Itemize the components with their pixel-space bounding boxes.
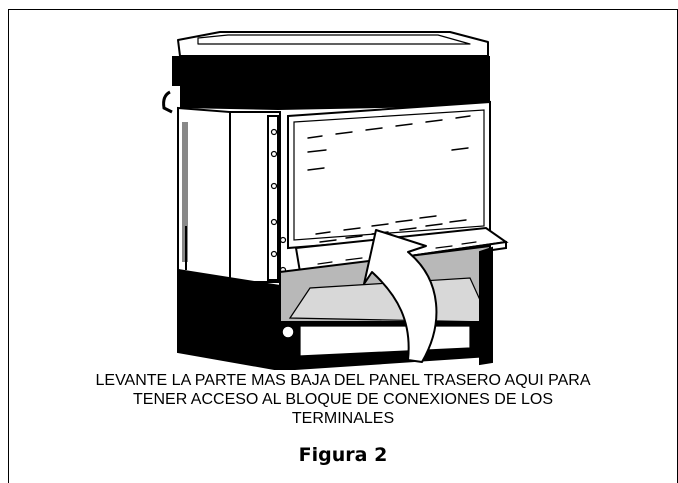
caption-line: TENER ACCESO AL BLOQUE DE CONEXIONES DE … [133, 391, 553, 408]
panel-slots [307, 115, 471, 243]
black-band [172, 56, 490, 86]
figure-caption: LEVANTE LA PARTE MAS BAJA DEL PANEL TRAS… [20, 371, 666, 428]
right-side-frame [229, 111, 281, 283]
frame-top-border [8, 9, 678, 10]
back-panel [287, 100, 491, 250]
caption-line: TERMINALES [291, 410, 395, 427]
figure-label: Figura 2 [298, 444, 388, 466]
base-hole [281, 325, 295, 339]
curved-up-arrow-icon [363, 229, 438, 363]
base-feet [185, 226, 491, 357]
black-band-lower [180, 82, 490, 110]
cooktop-top [177, 31, 489, 57]
caption-line: LEVANTE LA PARTE MAS BAJA DEL PANEL TRAS… [95, 372, 591, 389]
range-back-panel-illustration [162, 31, 509, 370]
side-handle [162, 90, 173, 114]
frame-left-border [8, 9, 9, 483]
lower-base [177, 246, 493, 370]
